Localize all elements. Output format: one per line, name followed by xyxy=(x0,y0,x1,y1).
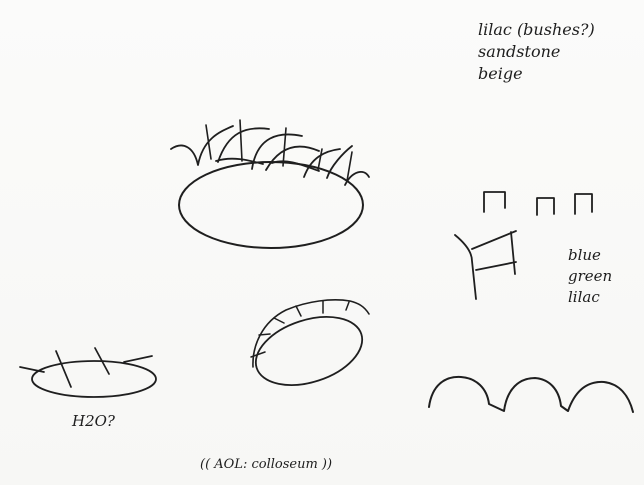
water-question-label: H2O? xyxy=(72,414,115,429)
flag-sketch xyxy=(455,231,516,299)
palette-right-line-2: green xyxy=(568,269,612,284)
palette-top-line-1: lilac (bushes?) xyxy=(478,22,595,38)
tilted-oval-sketch xyxy=(247,300,371,398)
small-water-oval-sketch xyxy=(20,348,156,397)
palette-note-right: blue green lilac xyxy=(568,248,612,311)
large-oval-sketch xyxy=(171,120,369,248)
palette-right-line-1: blue xyxy=(568,248,612,263)
palette-top-line-2: sandstone xyxy=(478,44,595,60)
palette-note-top: lilac (bushes?) sandstone beige xyxy=(478,22,595,88)
bottom-caption: (( AOL: colloseum )) xyxy=(200,458,332,471)
palette-right-line-3: lilac xyxy=(568,290,612,305)
palette-top-line-3: beige xyxy=(478,66,595,82)
gate-marks xyxy=(484,192,592,215)
arches-sketch xyxy=(429,377,633,412)
